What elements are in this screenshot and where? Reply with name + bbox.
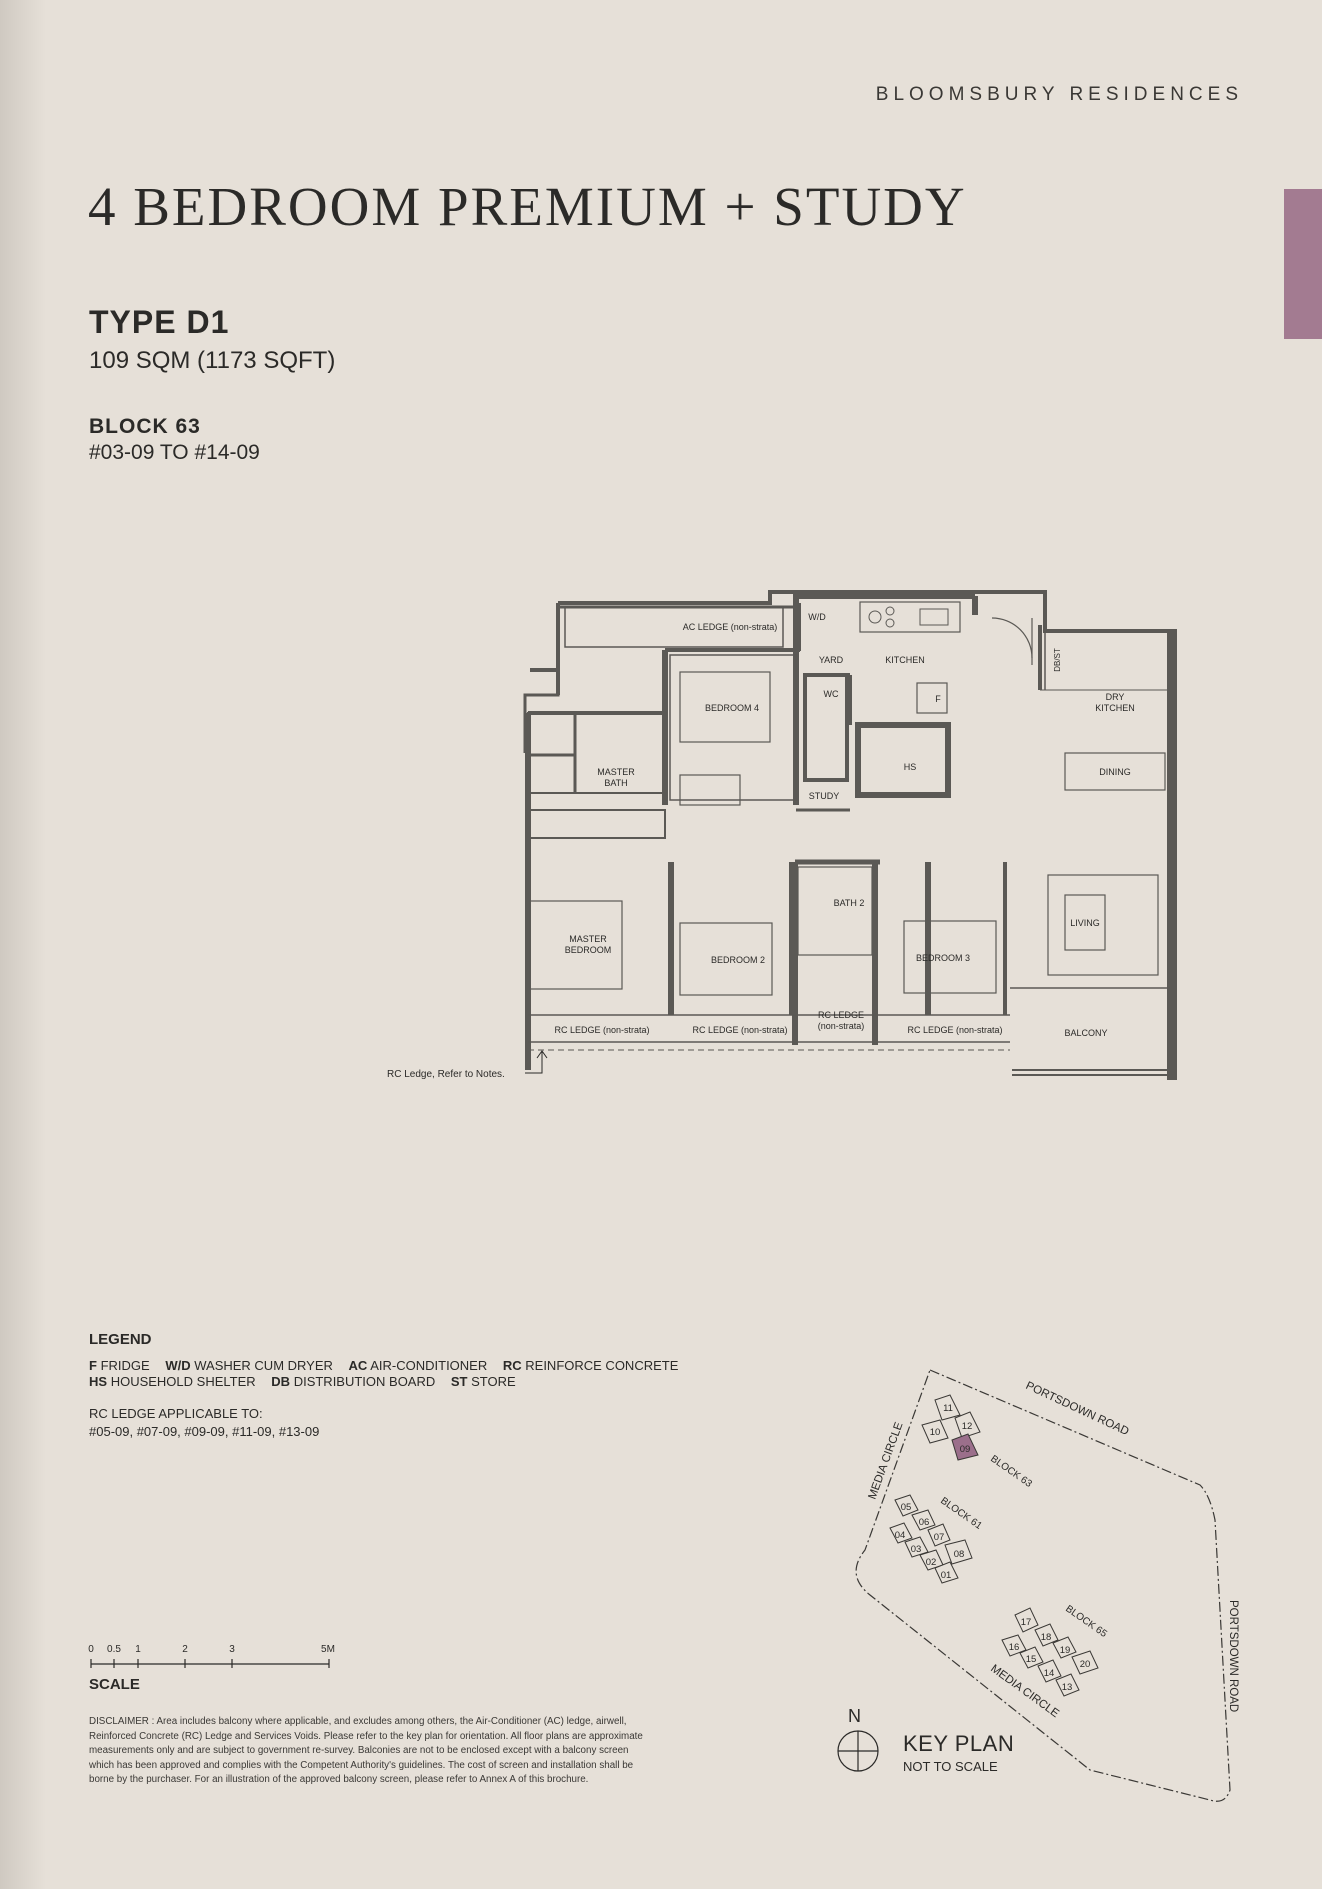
label-bedroom-4: BEDROOM 4 [705,703,759,713]
label-rc-ledge-3: RC LEDGE (non-strata) [907,1025,1002,1035]
road-media-left: MEDIA CIRCLE [867,1420,906,1501]
label-hs: HS [904,762,917,772]
disclaimer: DISCLAIMER : Area includes balcony where… [89,1716,643,1786]
key-plan-map: 11 10 12 09 05 06 07 08 04 03 02 01 17 1… [855,1369,1239,1802]
road-portsdown-top: PORTSDOWN ROAD [1024,1380,1131,1438]
legend-row-1: F FRIDGE W/D WASHER CUM DRYER AC AIR-CON… [89,1358,679,1373]
svg-text:0.5: 0.5 [107,1644,121,1655]
scale-label: SCALE [89,1676,140,1693]
rc-ledge-title: RC LEDGE APPLICABLE TO: [89,1406,263,1421]
svg-text:04: 04 [895,1530,906,1541]
svg-text:05: 05 [901,1502,912,1513]
svg-text:17: 17 [1021,1617,1032,1628]
label-master-bedroom-1: MASTER [569,934,607,944]
label-kitchen: KITCHEN [885,655,925,665]
compass-icon [837,1730,879,1772]
unit-area: 109 SQM (1173 SQFT) [89,347,336,374]
label-dining: DINING [1099,767,1131,777]
label-rc-ledge-1: RC LEDGE (non-strata) [554,1025,649,1035]
label-balcony: BALCONY [1064,1028,1107,1038]
svg-text:13: 13 [1062,1682,1073,1693]
svg-text:07: 07 [934,1532,945,1543]
label-wd: W/D [808,612,826,622]
key-plan-title: KEY PLAN [903,1731,1015,1756]
svg-text:14: 14 [1044,1668,1055,1679]
section-tab [1284,189,1322,339]
road-portsdown-right: PORTSDOWN ROAD [1227,1600,1239,1712]
label-dry-kitchen-2: KITCHEN [1095,703,1135,713]
highlighted-unit-09 [951,1433,979,1461]
label-master-bath-2: BATH [604,778,627,788]
block-name: BLOCK 63 [89,415,201,438]
svg-text:1: 1 [135,1644,141,1655]
label-bath-2: BATH 2 [834,898,865,908]
page-title: 4 BEDROOM PREMIUM + STUDY [88,176,967,237]
label-block-61: BLOCK 61 [938,1495,984,1532]
legend-row-2: HS HOUSEHOLD SHELTER DB DISTRIBUTION BOA… [89,1374,516,1389]
label-dry-kitchen-1: DRY [1106,692,1125,702]
svg-text:09: 09 [960,1444,971,1455]
label-master-bedroom-2: BEDROOM [565,945,612,955]
svg-text:12: 12 [962,1421,973,1432]
rc-ledge-note: RC Ledge, Refer to Notes. [387,1069,505,1080]
label-living: LIVING [1070,918,1100,928]
label-dbst: DB/ST [1053,648,1062,672]
unit-type: TYPE D1 [89,304,230,340]
svg-text:10: 10 [930,1427,941,1438]
legend-title: LEGEND [89,1331,152,1348]
svg-text:0: 0 [88,1644,94,1655]
svg-text:11: 11 [943,1403,953,1414]
svg-text:19: 19 [1060,1645,1071,1656]
label-study: STUDY [809,791,840,801]
north-label: N [848,1706,861,1726]
svg-text:06: 06 [919,1517,930,1528]
rc-ledge-units: #05-09, #07-09, #09-09, #11-09, #13-09 [89,1424,320,1439]
label-rc-ledge-mid-2: (non-strata) [818,1021,865,1031]
label-ac-ledge: AC LEDGE (non-strata) [683,622,778,632]
svg-text:18: 18 [1041,1632,1052,1643]
label-rc-ledge-mid-1: RC LEDGE [818,1010,864,1020]
svg-text:03: 03 [911,1544,922,1555]
label-bedroom-3: BEDROOM 3 [916,953,970,963]
key-plan-subtitle: NOT TO SCALE [903,1759,998,1774]
label-block-63: BLOCK 63 [988,1453,1034,1490]
label-master-bath-1: MASTER [597,767,635,777]
scale-bar: 0 0.5 1 2 3 5M [88,1644,335,1668]
svg-text:16: 16 [1009,1642,1020,1653]
svg-text:5M: 5M [321,1644,335,1655]
page-edge-shade [0,0,46,1889]
label-yard: YARD [819,655,844,665]
svg-text:08: 08 [954,1549,965,1560]
svg-text:2: 2 [182,1644,188,1655]
brand-name: BLOOMSBURY RESIDENCES [875,84,1243,105]
svg-text:01: 01 [941,1570,952,1581]
label-wc: WC [824,689,839,699]
floor-plan: AC LEDGE (non-strata) W/D YARD KITCHEN D… [387,590,1177,1080]
svg-text:02: 02 [926,1557,937,1568]
label-rc-ledge-2: RC LEDGE (non-strata) [692,1025,787,1035]
svg-text:20: 20 [1080,1659,1091,1670]
block-units: #03-09 TO #14-09 [89,441,260,464]
svg-text:15: 15 [1026,1654,1037,1665]
label-fridge: F [935,694,941,704]
label-block-65: BLOCK 65 [1063,1603,1109,1640]
label-bedroom-2: BEDROOM 2 [711,955,765,965]
svg-text:3: 3 [229,1644,235,1655]
